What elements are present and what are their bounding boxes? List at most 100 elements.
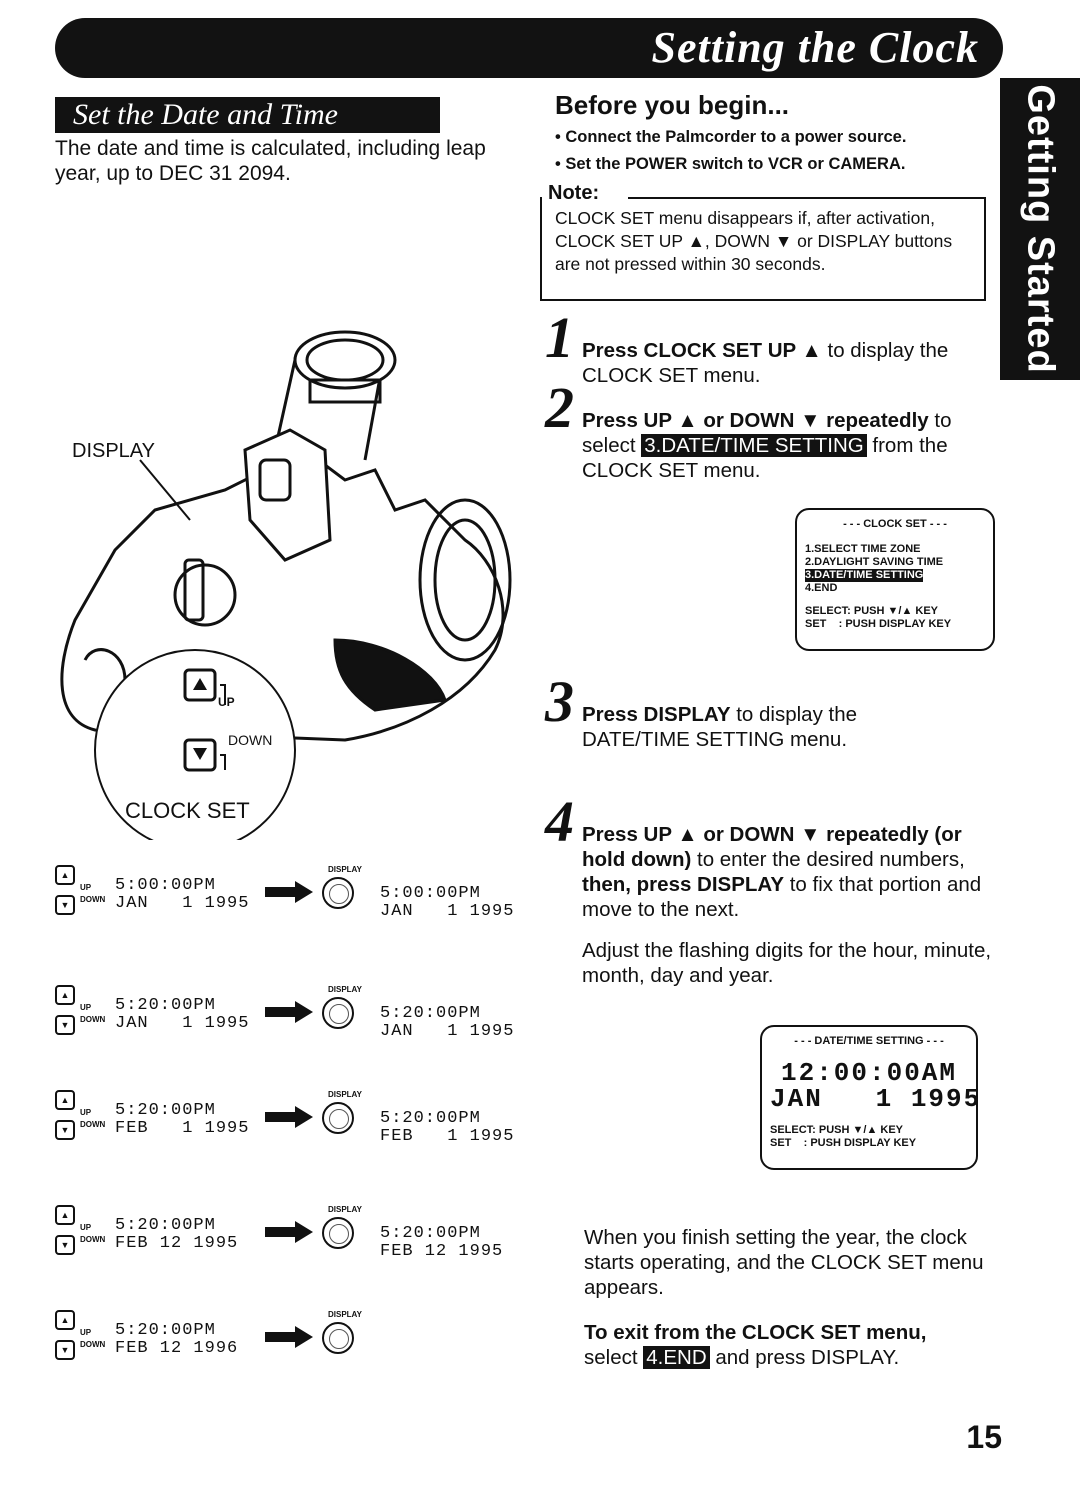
right-arrow-icon bbox=[265, 1001, 313, 1023]
menu-item-highlight: 3.DATE/TIME SETTING bbox=[641, 434, 867, 457]
lcd-time: 12:00:00AM bbox=[780, 1058, 958, 1088]
note-box bbox=[540, 197, 986, 301]
exit-instructions: To exit from the CLOCK SET menu, select … bbox=[584, 1320, 1004, 1370]
up-label: UP bbox=[80, 1003, 92, 1012]
from-date: FEB 1 1995 bbox=[115, 1119, 250, 1138]
from-time: 5:20:00PM bbox=[115, 1216, 216, 1235]
title-bar: Setting the Clock bbox=[55, 18, 1003, 78]
display-button-label: DISPLAY bbox=[328, 1310, 362, 1319]
lcd-title: - - - DATE/TIME SETTING - - - bbox=[794, 1035, 944, 1047]
datetime-menu-screen: - - - DATE/TIME SETTING - - - 12:00:00AM… bbox=[760, 1025, 982, 1170]
section-heading: Set the Date and Time bbox=[55, 97, 440, 133]
from-date: JAN 1 1995 bbox=[115, 894, 250, 913]
step-2-bold: Press UP ▲ or DOWN ▼ repeatedly bbox=[582, 409, 929, 432]
display-button-label: DISPLAY bbox=[328, 1090, 362, 1099]
down-label: DOWN bbox=[228, 732, 273, 748]
display-button-label: DISPLAY bbox=[328, 1205, 362, 1214]
lcd-set-hint: SET : PUSH DISPLAY KEY bbox=[805, 618, 952, 630]
right-arrow-icon bbox=[265, 1326, 313, 1348]
display-button-label: DISPLAY bbox=[328, 985, 362, 994]
lcd-title: - - - CLOCK SET - - - bbox=[843, 518, 947, 530]
display-label: DISPLAY bbox=[72, 440, 155, 462]
step-3-text: Press DISPLAY to display the DATE/TIME S… bbox=[582, 702, 912, 752]
step-number: 4 bbox=[545, 789, 574, 854]
exit-pre: select bbox=[584, 1346, 644, 1369]
note-divider bbox=[628, 197, 986, 199]
up-label: UP bbox=[80, 883, 92, 892]
lcd-select-hint: SELECT: PUSH ▼/▲ KEY bbox=[805, 605, 939, 617]
bullet-item: • Set the POWER switch to VCR or CAMERA. bbox=[555, 155, 906, 173]
exit-bold: To exit from the CLOCK SET menu, bbox=[584, 1321, 927, 1344]
finish-text: When you finish setting the year, the cl… bbox=[584, 1226, 984, 1299]
display-button-icon bbox=[322, 1102, 354, 1134]
adjust-text: Adjust the flashing digits for the hour,… bbox=[582, 939, 992, 987]
display-button-icon bbox=[322, 1217, 354, 1249]
lcd-set-hint: SET : PUSH DISPLAY KEY bbox=[770, 1137, 917, 1149]
down-label: DOWN bbox=[80, 1120, 106, 1129]
step-1-rest: to display the CLOCK SET menu. bbox=[582, 339, 949, 387]
from-time: 5:20:00PM bbox=[115, 1321, 216, 1340]
right-arrow-icon bbox=[265, 1221, 313, 1243]
up-label: UP bbox=[80, 1328, 92, 1337]
note-text: CLOCK SET menu disappears if, after acti… bbox=[555, 208, 953, 274]
side-tab-label: Getting Started bbox=[1019, 84, 1062, 374]
down-label: DOWN bbox=[80, 1340, 106, 1349]
display-button-icon bbox=[322, 877, 354, 909]
lcd-item: 2.DAYLIGHT SAVING TIME bbox=[805, 556, 944, 568]
page-number: 15 bbox=[966, 1419, 1002, 1455]
step-4-bold: Press UP ▲ or DOWN ▼ repeatedly (or hold… bbox=[582, 823, 962, 871]
step-1-text: Press CLOCK SET UP ▲ to display the CLOC… bbox=[582, 338, 982, 388]
lcd-item: 4.END bbox=[805, 582, 838, 594]
step-number: 2 bbox=[545, 375, 574, 440]
from-date: FEB 12 1996 bbox=[115, 1339, 239, 1358]
up-label: UP bbox=[80, 1223, 92, 1232]
step-4-mid: to enter the desired numbers, bbox=[691, 848, 965, 871]
down-button-icon: ▼ bbox=[55, 1120, 75, 1140]
to-date: FEB 1 1995 bbox=[380, 1127, 515, 1146]
down-button-icon: ▼ bbox=[55, 1340, 75, 1360]
up-button-icon: ▲ bbox=[55, 1310, 75, 1330]
step-3-bold: Press DISPLAY bbox=[582, 703, 731, 726]
up-button-icon: ▲ bbox=[55, 1205, 75, 1225]
before-bullets: • Connect the Palmcorder to a power sour… bbox=[555, 124, 995, 178]
from-date: FEB 12 1995 bbox=[115, 1234, 239, 1253]
from-time: 5:00:00PM bbox=[115, 876, 216, 895]
section-intro: The date and time is calculated, includi… bbox=[55, 137, 486, 185]
up-button-icon: ▲ bbox=[55, 1090, 75, 1110]
down-button-icon: ▼ bbox=[55, 895, 75, 915]
page-title: Setting the Clock bbox=[651, 23, 979, 72]
up-button-icon: ▲ bbox=[55, 865, 75, 885]
step-1-bold: Press CLOCK SET UP ▲ bbox=[582, 339, 822, 362]
down-button-icon: ▼ bbox=[55, 1015, 75, 1035]
to-time: 5:00:00PM bbox=[380, 884, 481, 903]
lcd-item-selected: 3.DATE/TIME SETTING bbox=[805, 569, 924, 582]
lcd-item: 1.SELECT TIME ZONE bbox=[805, 543, 921, 555]
right-arrow-icon bbox=[265, 881, 313, 903]
clock-set-label: CLOCK SET bbox=[125, 798, 250, 823]
lcd-date: JAN 1 1995 bbox=[770, 1084, 982, 1114]
down-button-icon: ▼ bbox=[55, 1235, 75, 1255]
to-date: JAN 1 1995 bbox=[380, 1022, 515, 1041]
right-arrow-icon bbox=[265, 1106, 313, 1128]
step-2-pre: to select bbox=[582, 409, 952, 457]
before-title: Before you begin... bbox=[555, 90, 790, 120]
from-time: 5:20:00PM bbox=[115, 996, 216, 1015]
up-button-icon: ▲ bbox=[55, 985, 75, 1005]
step-4-text: Press UP ▲ or DOWN ▼ repeatedly (or hold… bbox=[582, 822, 992, 922]
down-label: DOWN bbox=[80, 1235, 106, 1244]
step-4-bold2: then, press DISPLAY bbox=[582, 873, 785, 896]
step-number: 1 bbox=[545, 305, 574, 370]
to-date: FEB 12 1995 bbox=[380, 1242, 504, 1261]
step-3-rest: to display the DATE/TIME SETTING menu. bbox=[582, 703, 858, 751]
to-time: 5:20:00PM bbox=[380, 1109, 481, 1128]
display-button-icon bbox=[322, 997, 354, 1029]
clock-set-menu-screen: - - - CLOCK SET - - - 1.SELECT TIME ZONE… bbox=[795, 508, 995, 651]
from-time: 5:20:00PM bbox=[115, 1101, 216, 1120]
note-label: Note: bbox=[548, 182, 600, 204]
step-2-post: from the CLOCK SET menu. bbox=[582, 434, 948, 482]
menu-item-highlight: 4.END bbox=[643, 1346, 710, 1369]
to-date: JAN 1 1995 bbox=[380, 902, 515, 921]
to-time: 5:20:00PM bbox=[380, 1004, 481, 1023]
lcd-select-hint: SELECT: PUSH ▼/▲ KEY bbox=[770, 1124, 904, 1136]
from-date: JAN 1 1995 bbox=[115, 1014, 250, 1033]
